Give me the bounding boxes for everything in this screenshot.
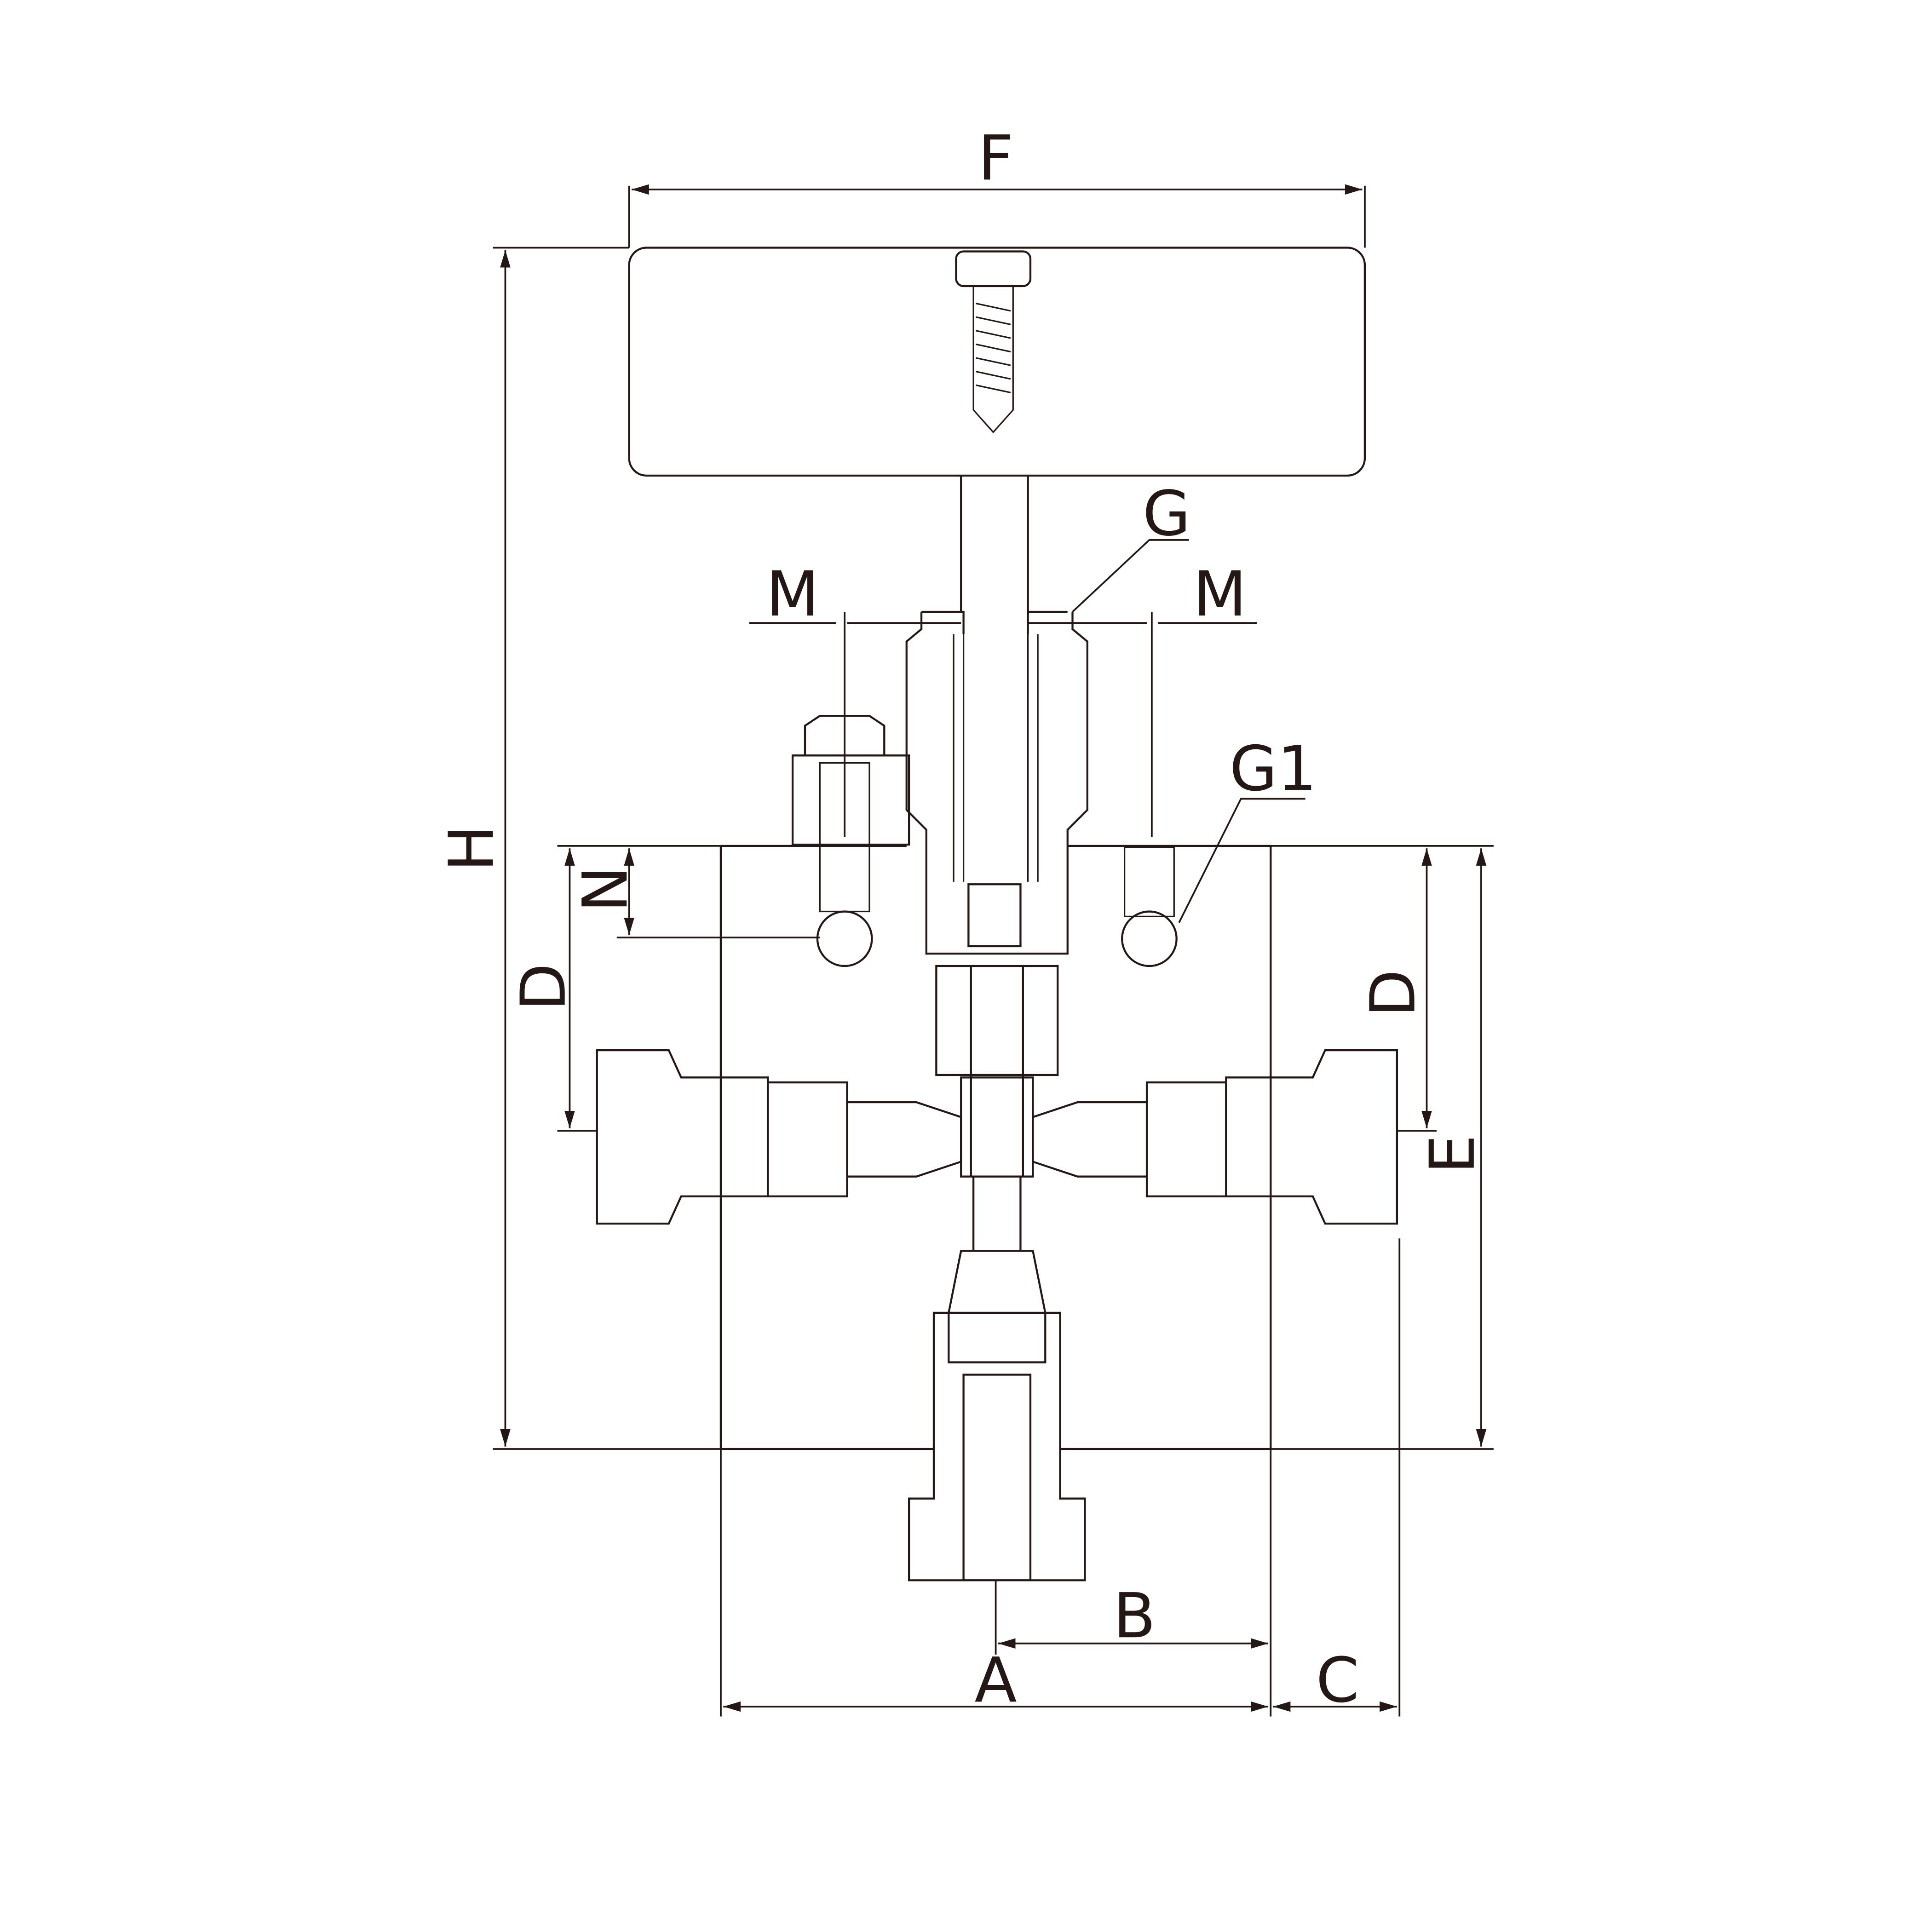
label-G1: G1 [1230, 733, 1317, 805]
dimension-labels: F G M M G1 H N D D E B A C [436, 122, 1489, 1716]
vent-plugs [791, 715, 1178, 967]
label-H: H [436, 825, 508, 872]
label-G: G [1143, 477, 1190, 550]
label-A: A [975, 1644, 1017, 1716]
label-D-left: D [507, 963, 580, 1011]
label-F: F [978, 122, 1013, 194]
handle [628, 247, 1366, 477]
label-N: N [569, 866, 641, 913]
label-D-right: D [1357, 969, 1429, 1017]
body-block [719, 845, 1272, 1450]
label-B: B [1113, 1580, 1156, 1652]
dimension-lines [493, 184, 1494, 1717]
label-M-right: M [1193, 558, 1247, 630]
side-fittings [596, 1049, 1398, 1225]
stem-bonnet [905, 475, 1088, 1177]
label-M-left: M [766, 558, 819, 630]
bottom-fitting [908, 1176, 1086, 1581]
label-E: E [1416, 1135, 1489, 1174]
label-C: C [1316, 1644, 1359, 1716]
